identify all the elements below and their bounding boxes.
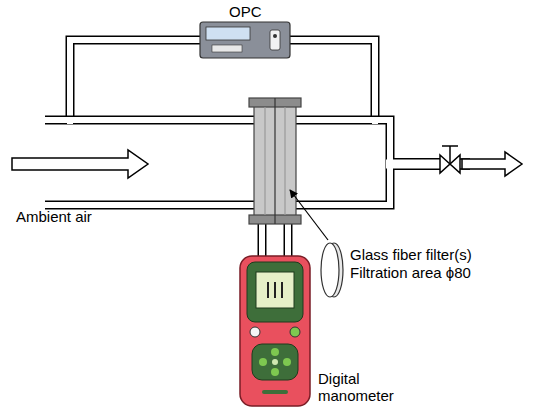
device-heading: OPC	[229, 3, 262, 20]
manometer-box: Digital manometer	[240, 256, 310, 406]
filter-label: Glass fiber filter(s)	[350, 246, 472, 263]
opc-device	[200, 22, 290, 58]
outlet-arrow	[462, 152, 522, 176]
filter-area-label: Filtration area ϕ80	[350, 264, 471, 281]
inlet-label: Ambient air	[16, 208, 92, 225]
filter-holder	[249, 98, 301, 224]
leader-line	[290, 190, 328, 240]
inlet-arrow	[12, 150, 148, 178]
opc-device-box: OPC	[200, 22, 290, 58]
filter-disc	[321, 243, 343, 297]
manometer-device	[240, 256, 310, 406]
device-label: Digital manometer	[318, 370, 404, 405]
